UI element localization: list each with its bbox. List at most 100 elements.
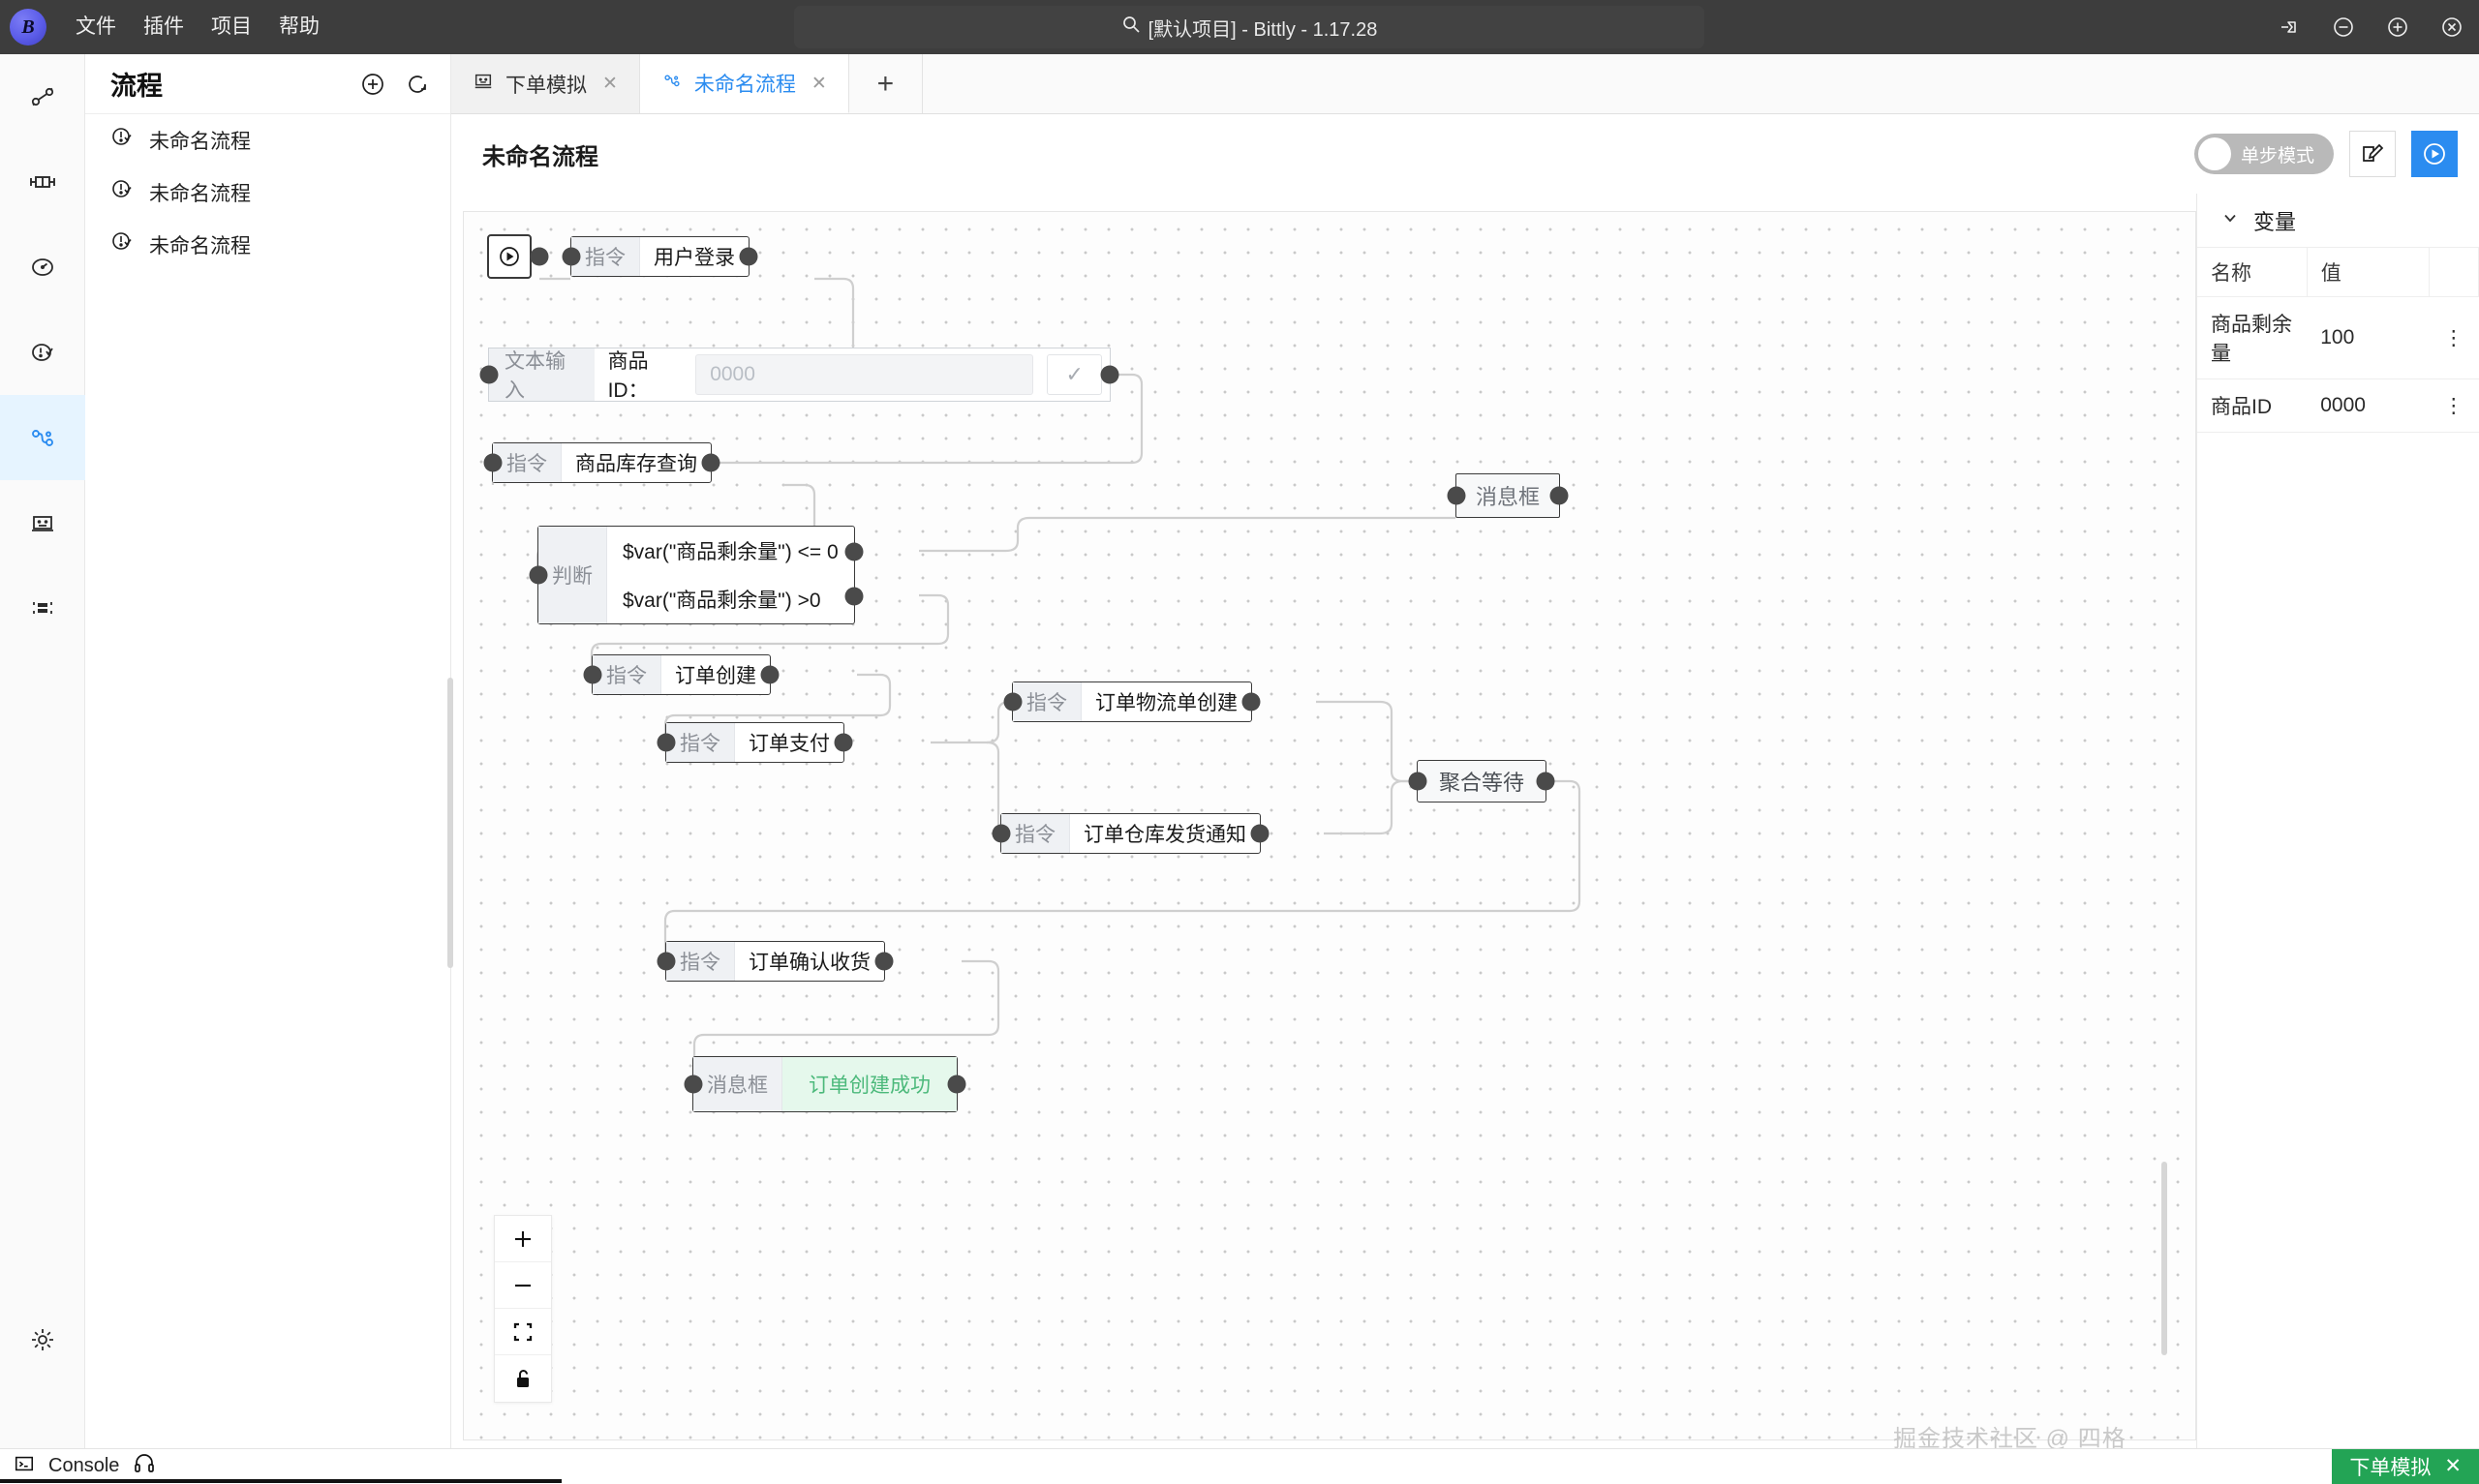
rail-item-gauge[interactable] (0, 225, 85, 310)
layout-icon (33, 602, 52, 614)
rail-item-link[interactable] (0, 54, 85, 139)
minimize-icon[interactable] (2316, 0, 2371, 54)
node-kind: 指令 (1001, 814, 1070, 853)
fit-screen-button[interactable] (495, 1309, 551, 1355)
editor-header: 未命名流程 单步模式 (451, 114, 2479, 194)
row-menu-icon[interactable]: ⋮ (2429, 296, 2479, 379)
tab-order-simulation[interactable]: 下单模拟 ✕ (451, 54, 640, 113)
port-out[interactable] (947, 1075, 966, 1094)
port-in[interactable] (684, 1075, 703, 1094)
flow-list-item[interactable]: 未命名流程 (85, 114, 450, 167)
port-in[interactable] (1447, 486, 1466, 505)
status-badge-order-simulation[interactable]: 下单模拟 ✕ (2332, 1448, 2479, 1484)
port-out-branch-2[interactable] (844, 587, 864, 606)
window-title-search[interactable]: [默认项目] - Bittly - 1.17.28 (794, 6, 1704, 48)
port-out[interactable] (1100, 365, 1119, 384)
menu-item-file[interactable]: 文件 (76, 15, 116, 38)
minus-icon (515, 1284, 531, 1287)
table-row[interactable]: 商品剩余量 100 ⋮ (2197, 296, 2479, 379)
port-in[interactable] (1408, 772, 1427, 791)
pin-icon[interactable] (2262, 0, 2316, 54)
confirm-icon[interactable]: ✓ (1047, 354, 1103, 395)
port-out[interactable] (530, 247, 549, 266)
run-flow-button[interactable] (2411, 131, 2458, 177)
port-in[interactable] (529, 565, 548, 585)
tab-close-icon[interactable]: ✕ (811, 73, 827, 94)
tab-close-icon[interactable]: ✕ (602, 74, 618, 94)
console-icon[interactable] (14, 1453, 35, 1480)
zoom-out-button[interactable] (495, 1262, 551, 1309)
page-title: 未命名流程 (482, 143, 598, 170)
variable-value: 100 (2307, 296, 2430, 379)
step-mode-toggle[interactable]: 单步模式 (2193, 134, 2334, 174)
node-text-input-product-id[interactable]: 文本输入 商品ID： 0000 ✓ (479, 348, 1119, 402)
tab-unnamed-flow[interactable]: 未命名流程 ✕ (639, 54, 849, 113)
rail-item-device[interactable] (0, 139, 85, 225)
headset-icon[interactable] (133, 1453, 156, 1480)
rail-item-alert[interactable] (0, 310, 85, 395)
table-row[interactable]: 商品ID 0000 ⋮ (2197, 379, 2479, 433)
lock-canvas-button[interactable] (495, 1355, 551, 1402)
node-command-logistics-create[interactable]: 指令 订单物流单创建 (1003, 681, 1261, 722)
edit-flow-button[interactable] (2349, 131, 2396, 177)
menu-item-plugin[interactable]: 插件 (143, 15, 184, 38)
plus-icon (515, 1230, 531, 1247)
node-command-user-login[interactable]: 指令 用户登录 (562, 236, 758, 277)
port-in[interactable] (657, 733, 676, 752)
rail-item-layout[interactable] (0, 565, 85, 651)
flow-canvas[interactable]: 指令 用户登录 文本输入 商品ID： 0000 ✓ 指令 商品库存查询 判断 $… (463, 211, 2196, 1440)
canvas-scrollbar[interactable] (2161, 1162, 2167, 1355)
port-out[interactable] (739, 247, 758, 266)
rail-item-settings[interactable] (0, 1297, 85, 1382)
port-out-branch-1[interactable] (844, 542, 864, 561)
chevron-down-icon[interactable] (2220, 208, 2240, 233)
node-start[interactable] (487, 234, 549, 279)
flow-list-item[interactable]: 未命名流程 (85, 167, 450, 219)
node-messagebox[interactable]: 消息框 (1447, 473, 1569, 518)
flow-list-item[interactable]: 未命名流程 (85, 219, 450, 271)
node-command-order-create[interactable]: 指令 订单创建 (583, 654, 780, 695)
rail-item-flow[interactable] (0, 395, 85, 480)
port-in[interactable] (1003, 692, 1023, 712)
add-tab-button[interactable]: + (848, 54, 923, 113)
port-in[interactable] (483, 453, 503, 472)
port-out[interactable] (1536, 772, 1555, 791)
node-condition[interactable]: 判断 $var("商品剩余量") <= 0 $var("商品剩余量") >0 (529, 526, 864, 624)
close-icon[interactable] (2425, 0, 2479, 54)
port-in[interactable] (583, 665, 602, 684)
console-label[interactable]: Console (48, 1455, 120, 1476)
menu-item-project[interactable]: 项目 (211, 15, 252, 38)
flow-list-panel: 流程 未命名流程 (85, 54, 451, 1448)
flow-panel-scrollbar[interactable] (447, 678, 453, 968)
menu-item-help[interactable]: 帮助 (279, 15, 320, 38)
port-in[interactable] (562, 247, 581, 266)
status-badge-close-icon[interactable]: ✕ (2444, 1455, 2462, 1477)
port-out[interactable] (760, 665, 780, 684)
node-command-stock-query[interactable]: 指令 商品库存查询 (483, 442, 720, 483)
zoom-in-button[interactable] (495, 1216, 551, 1262)
flow-panel-title: 流程 (110, 72, 163, 101)
add-flow-icon[interactable] (359, 71, 386, 98)
node-label: 订单创建 (675, 665, 756, 687)
port-in[interactable] (657, 952, 676, 971)
variables-panel-header[interactable]: 变量 (2197, 194, 2479, 248)
node-aggregate-wait[interactable]: 聚合等待 (1408, 760, 1555, 803)
port-out[interactable] (1250, 824, 1270, 843)
rail-item-panel[interactable] (0, 480, 85, 565)
port-in[interactable] (479, 365, 499, 384)
port-out[interactable] (1549, 486, 1569, 505)
port-in[interactable] (992, 824, 1011, 843)
port-out[interactable] (834, 733, 853, 752)
node-command-warehouse-ship-notify[interactable]: 指令 订单仓库发货通知 (992, 813, 1270, 854)
port-out[interactable] (701, 453, 720, 472)
refresh-icon[interactable] (404, 71, 431, 98)
row-menu-icon[interactable]: ⋮ (2429, 379, 2479, 433)
port-out[interactable] (874, 952, 894, 971)
tab-label: 下单模拟 (505, 74, 587, 97)
product-id-input[interactable]: 0000 (695, 354, 1034, 395)
node-command-order-confirm-receipt[interactable]: 指令 订单确认收货 (657, 941, 894, 982)
port-out[interactable] (1241, 692, 1261, 712)
maximize-icon[interactable] (2371, 0, 2425, 54)
node-command-order-pay[interactable]: 指令 订单支付 (657, 722, 853, 763)
node-messagebox-success[interactable]: 消息框 订单创建成功 (684, 1056, 966, 1112)
